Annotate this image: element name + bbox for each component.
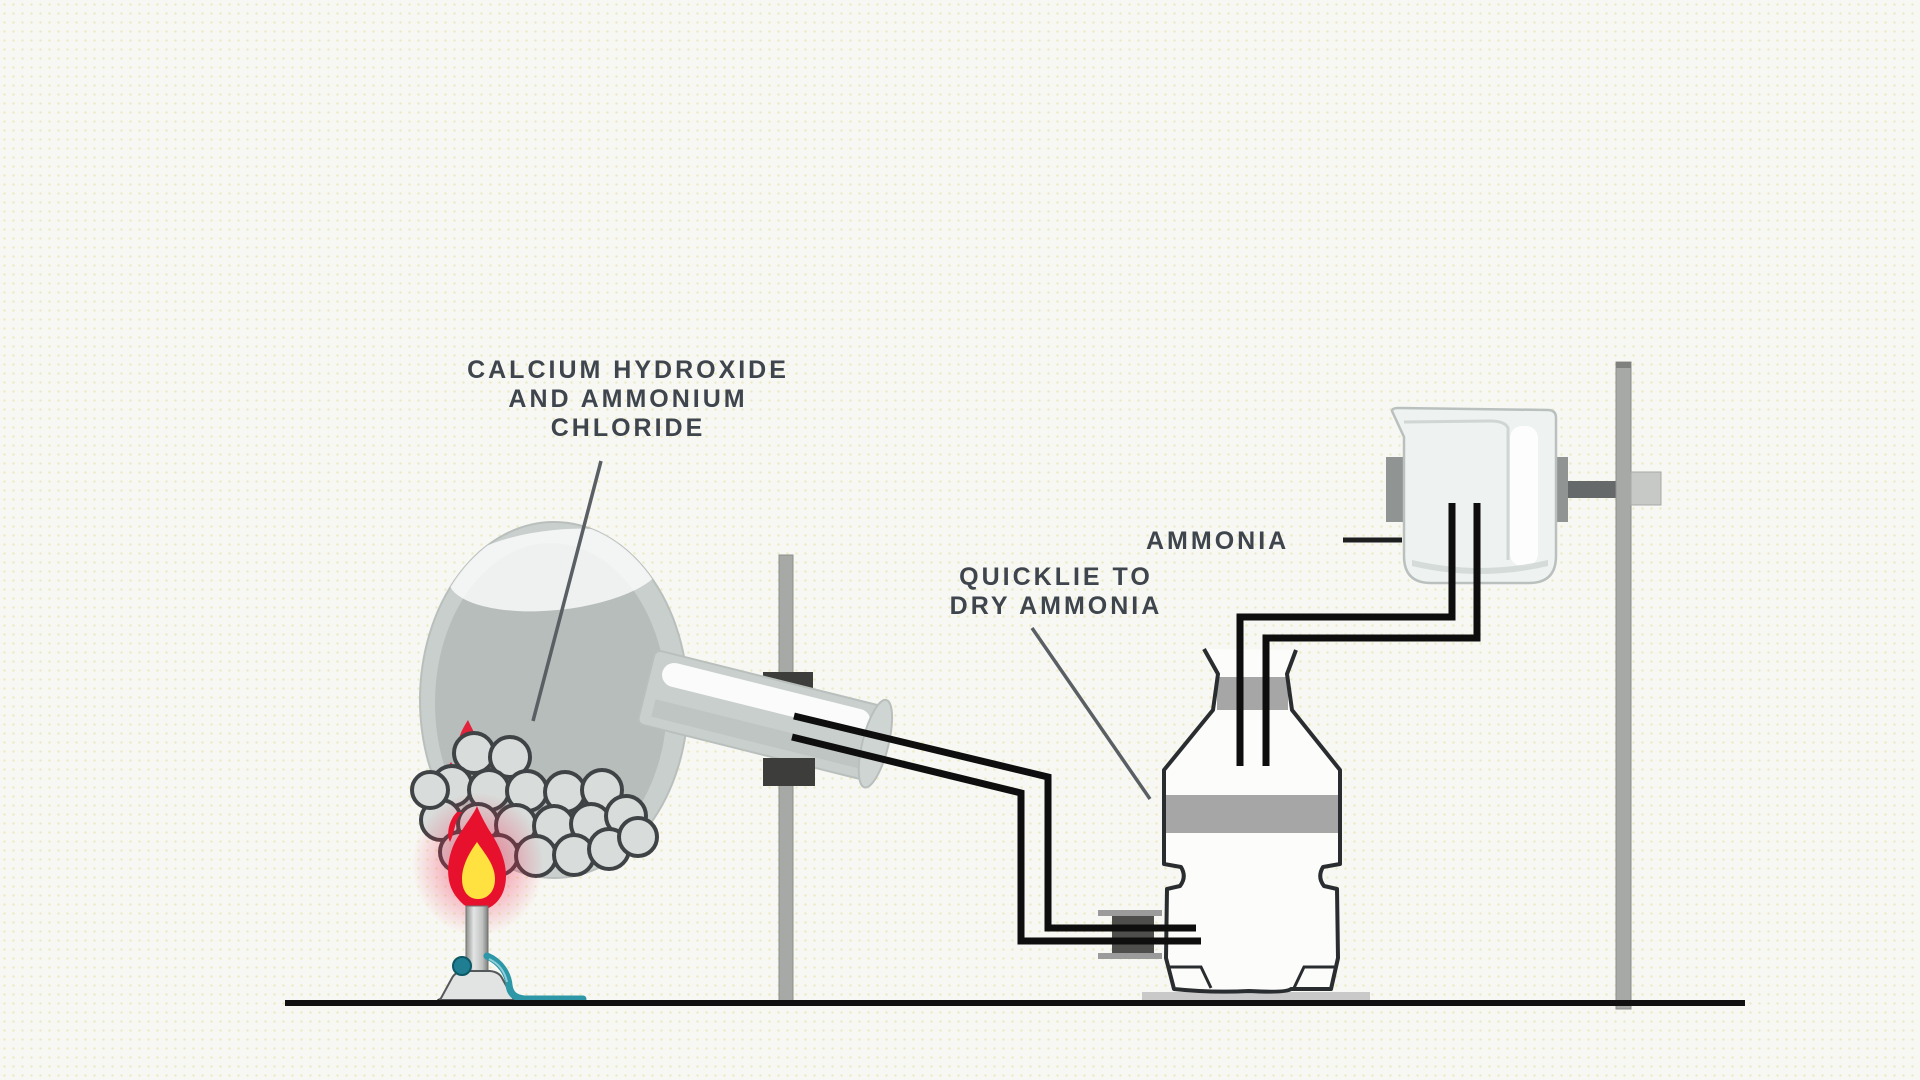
connector-block (1112, 916, 1154, 953)
label-flask-contents: CALCIUM HYDROXIDE AND AMMONIUM CHLORIDE (467, 356, 789, 442)
flask-neck-lip (857, 698, 894, 789)
right-stand (1564, 361, 1662, 1010)
right-stand-rod (1615, 361, 1632, 1010)
leader-flask-contents (531, 460, 603, 722)
gas-hose (483, 952, 587, 1003)
label-drying-agent: QUICKLIE TO DRY AMMONIA (949, 563, 1163, 620)
bottle-outline (1162, 648, 1342, 994)
delivery-tube-flask-to-bottle (791, 712, 1201, 945)
clamp-lower-jaw (763, 758, 815, 786)
beaker-inner-rim (1403, 419, 1510, 560)
jar-clamp-tab-left (1386, 457, 1404, 522)
flask-neck-highlight (662, 662, 871, 733)
flask-highlight (448, 528, 664, 612)
tube-wall (1236, 503, 1456, 766)
leader-lines (531, 460, 1402, 800)
granule (410, 770, 450, 810)
bottle-foot-line-left (1167, 965, 1213, 989)
connector-plate-top (1098, 910, 1162, 916)
bottle-stopper-band (1217, 677, 1288, 710)
flame-tip (448, 812, 462, 842)
delivery-tube-bottle-to-beaker (1236, 503, 1481, 766)
granule (488, 735, 532, 779)
flask-neck-shade (651, 699, 864, 769)
beaker-bottom-shade (1412, 560, 1548, 574)
label-collected-gas: AMMONIA (1146, 527, 1290, 555)
burner-base (438, 970, 516, 1001)
granule (617, 816, 659, 858)
right-stand-rod-cap (1616, 362, 1631, 368)
drying-bottle (1021, 648, 1370, 1004)
gas-valve-knob (452, 956, 472, 976)
beaker-highlight (1510, 426, 1538, 566)
clamp-bar (1564, 481, 1620, 498)
bosshead (1630, 471, 1662, 506)
gas-jar-beaker (1386, 406, 1568, 585)
flame-inner (462, 842, 495, 899)
gas-hose-highlight (488, 958, 508, 983)
bottle-body-band (1164, 795, 1340, 833)
tube-wall (1262, 503, 1481, 766)
leader-drying-agent (1030, 627, 1152, 800)
bottle-foot-line-right (1292, 965, 1337, 989)
bunsen-burner (412, 792, 587, 1005)
connector-plate-bottom (1098, 953, 1162, 959)
